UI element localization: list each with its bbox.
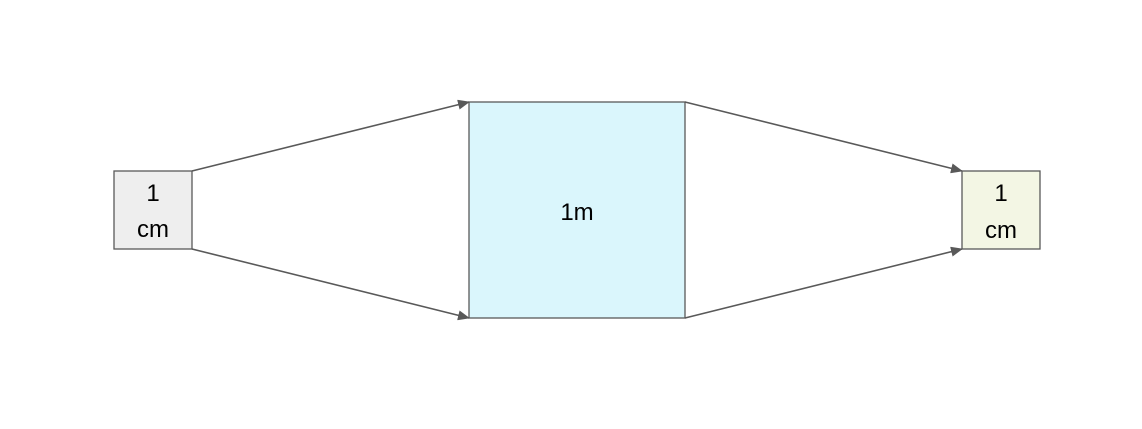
right-box-label-line2: cm [985, 217, 1017, 244]
arrow-right-top [684, 101, 963, 174]
left-box-shape [113, 170, 193, 250]
center-box: 1m [468, 101, 686, 319]
arrow-right-bottom [684, 246, 963, 319]
arrow-left-top [191, 99, 470, 172]
right-box-shape [961, 170, 1041, 250]
left-box: 1 cm [113, 170, 193, 250]
center-box-shape [468, 101, 686, 319]
right-box-label-line1: 1 [994, 180, 1007, 207]
left-box-label-line2: cm [137, 216, 169, 243]
arrow-left-bottom [191, 248, 470, 321]
center-box-label: 1m [560, 199, 593, 226]
right-box: 1 cm [961, 170, 1041, 250]
left-box-label-line1: 1 [146, 180, 159, 207]
